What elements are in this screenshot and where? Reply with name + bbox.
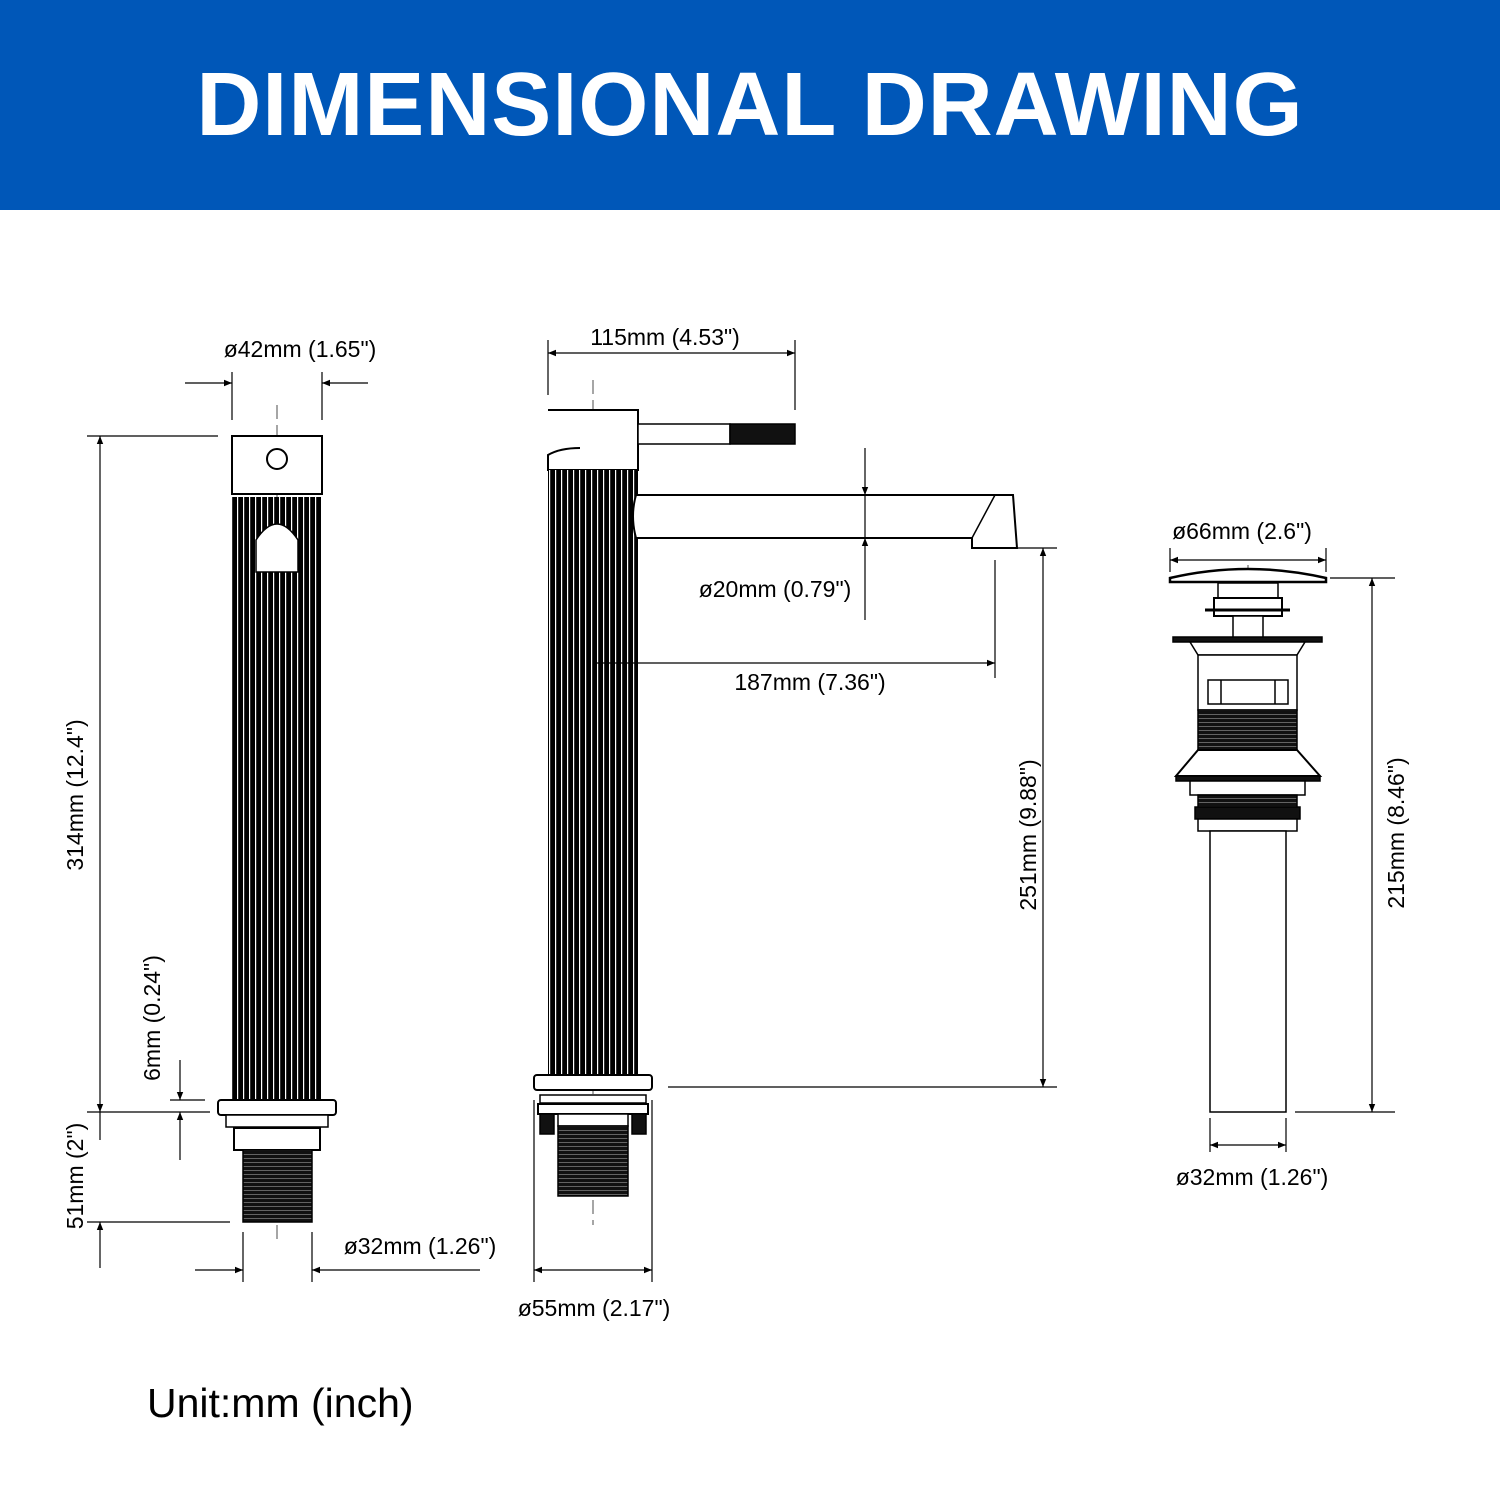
side-dimensions [533,340,1057,1282]
front-shank-length-label: 51mm (2") [62,1123,88,1230]
front-base-plate-label: 6mm (0.24") [139,955,165,1081]
page-title: DIMENSIONAL DRAWING [196,54,1304,155]
drain-cap-diameter-label: ø66mm (2.6") [1172,518,1312,544]
side-handle-length-label: 115mm (4.53") [590,324,740,350]
drain-dimensions [1169,548,1395,1152]
drain-view [1168,565,1328,1113]
front-top-diameter-label: ø42mm (1.65") [224,336,377,362]
drain-pipe-diameter-label: ø32mm (1.26") [1176,1164,1329,1190]
side-spout-diameter-label: ø20mm (0.79") [699,576,852,602]
front-total-height-label: 314mm (12.4") [62,719,88,870]
side-base-diameter-label: ø55mm (2.17") [518,1295,671,1321]
unit-note: Unit:mm (inch) [147,1380,414,1426]
header-banner: DIMENSIONAL DRAWING [0,0,1500,210]
front-shank-diameter-label: ø32mm (1.26") [344,1233,497,1259]
front-view [217,405,337,1240]
side-spout-reach-label: 187mm (7.36") [734,669,885,695]
side-spout-height-label: 251mm (9.88") [1015,759,1041,910]
front-dimensions [87,372,480,1282]
drain-height-label: 215mm (8.46") [1383,757,1409,908]
side-view [533,380,1019,1225]
